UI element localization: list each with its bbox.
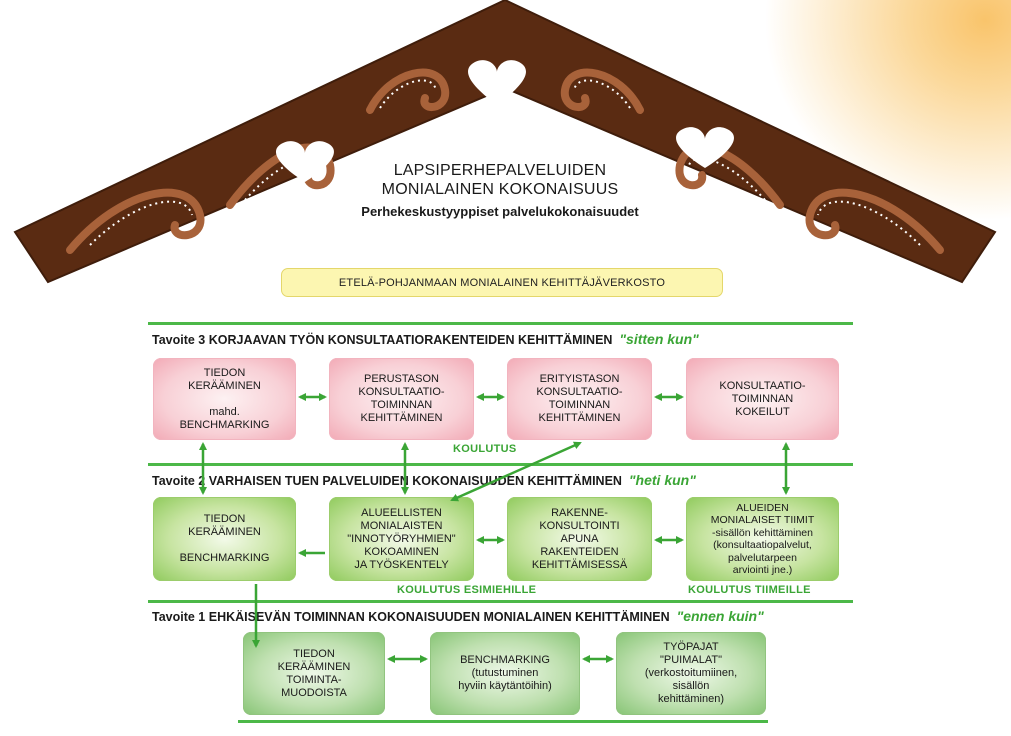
goal3-box-special-consultation: ERITYISTASON KONSULTAATIO- TOIMINNAN KEH…	[507, 358, 652, 440]
goal3-heading: Tavoite 3 KORJAAVAN TYÖN KONSULTAATIORAK…	[152, 331, 699, 347]
goal1-box-data-collection: TIEDON KERÄÄMINEN TOIMINTA- MUODOISTA	[243, 632, 385, 715]
goal2-quote: "heti kun"	[628, 472, 696, 488]
goal3-quote: "sitten kun"	[619, 331, 699, 347]
goal1-quote: "ennen kuin"	[676, 608, 764, 624]
goal3-box-basic-consultation: PERUSTASON KONSULTAATIO- TOIMINNAN KEHIT…	[329, 358, 474, 440]
goal2-box-data-collection: TIEDON KERÄÄMINEN BENCHMARKING	[153, 497, 296, 581]
dotted-trim	[89, 79, 921, 246]
diagram-title-line2: MONIALAINEN KOKONAISUUS	[381, 181, 619, 198]
goal2-training-teams-label: KOULUTUS TIIMEILLE	[688, 584, 811, 596]
goal1-heading: Tavoite 1 EHKÄISEVÄN TOIMINNAN KOKONAISU…	[152, 608, 764, 624]
goal1-top-rule	[148, 600, 853, 603]
goal1-box-workshops: TYÖPAJAT "PUIMALAT" (verkostoitumiinen, …	[616, 632, 766, 715]
diagram-subtitle: Perhekeskustyyppiset palvelukokonaisuude…	[361, 204, 639, 219]
diagram-title-line1: LAPSIPERHEPALVELUIDEN	[393, 162, 607, 179]
goal2-box-innovation-groups: ALUEELLISTEN MONIALAISTEN "INNOTYÖRYHMIE…	[329, 497, 474, 581]
goal3-label: Tavoite 3 KORJAAVAN TYÖN KONSULTAATIORAK…	[152, 333, 613, 347]
goal1-bottom-rule	[238, 720, 768, 723]
goal3-top-rule	[148, 322, 853, 325]
goal1-box-benchmarking: BENCHMARKING (tutustuminen hyviin käytän…	[430, 632, 580, 715]
roof-ornament	[13, 0, 997, 284]
goal3-box-consultation-trials: KONSULTAATIO- TOIMINNAN KOKEILUT	[686, 358, 839, 440]
roof-body	[13, 0, 997, 284]
heart-icon	[468, 60, 526, 105]
goal2-box-structure-consulting: RAKENNE- KONSULTOINTI APUNA RAKENTEIDEN …	[507, 497, 652, 581]
goal2-box-regional-teams: ALUEIDEN MONIALAISET TIIMIT -sisällön ke…	[686, 497, 839, 581]
heart-icon	[676, 127, 734, 168]
goal1-label: Tavoite 1 EHKÄISEVÄN TOIMINNAN KOKONAISU…	[152, 610, 670, 624]
heart-icon	[276, 141, 334, 182]
heart-icons	[276, 60, 734, 182]
goal2-training-managers-label: KOULUTUS ESIMIEHILLE	[397, 584, 537, 596]
goal3-box-data-collection: TIEDON KERÄÄMINEN mahd. BENCHMARKING	[153, 358, 296, 440]
arrow-diag-g2-g3	[450, 441, 582, 502]
network-label: ETELÄ-POHJANMAAN MONIALAINEN KEHITTÄJÄVE…	[281, 268, 723, 297]
